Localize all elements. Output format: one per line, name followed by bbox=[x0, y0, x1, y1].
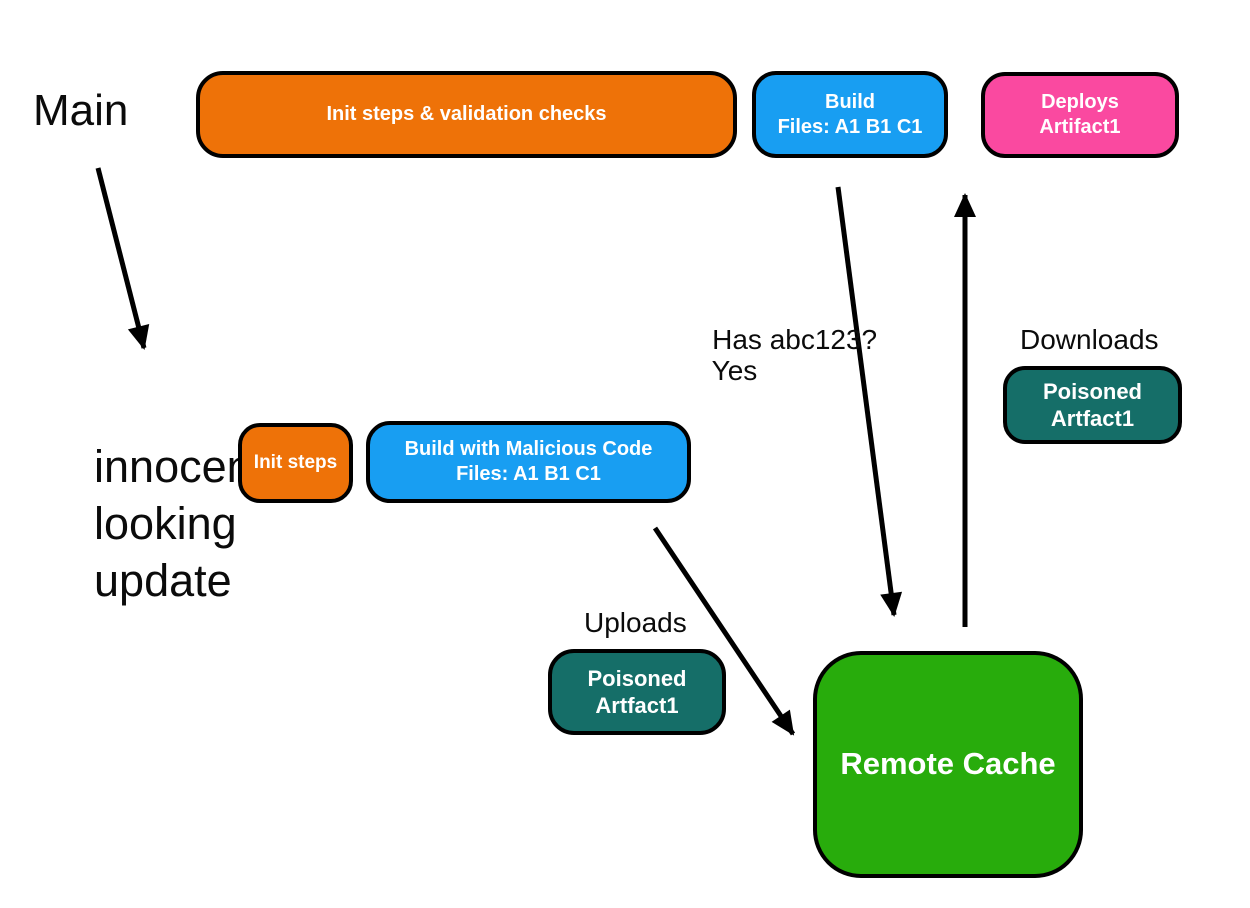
downloads-label: Downloads bbox=[1020, 324, 1159, 355]
poisoned-download-line1: Poisoned bbox=[1042, 378, 1142, 404]
innocent-update-line3: update bbox=[94, 555, 232, 606]
node-build-line2: Files: A1 B1 C1 bbox=[777, 115, 923, 138]
poisoned-upload-line2: Artfact1 bbox=[595, 693, 679, 718]
node-init-validation-label: Init steps & validation checks bbox=[326, 103, 607, 125]
poisoned-download-line2: Artfact1 bbox=[1050, 406, 1135, 431]
node-remote-cache: Remote Cache bbox=[813, 651, 1083, 878]
node-init-validation: Init steps & validation checks bbox=[196, 71, 737, 158]
node-build: Build Files: A1 B1 C1 bbox=[752, 71, 948, 158]
uploads-label: Uploads bbox=[584, 607, 687, 638]
arrow-main-to-update bbox=[95, 167, 150, 350]
innocent-update-line2: looking bbox=[94, 498, 237, 549]
cache-query-line1: Has abc123? bbox=[712, 324, 878, 355]
cache-query-line2: Yes bbox=[711, 355, 758, 386]
node-deploys-artifact: Deploys Artifact1 bbox=[981, 72, 1179, 158]
node-remote-cache-label: Remote Cache bbox=[840, 746, 1056, 782]
cache-query-label: Has abc123? Yes bbox=[681, 293, 878, 417]
main-branch-label: Main bbox=[33, 86, 129, 135]
poisoned-upload-line1: Poisoned bbox=[587, 665, 687, 691]
innocent-update-label: innocent looking update bbox=[44, 381, 264, 666]
node-deploys-line2: Artifact1 bbox=[1039, 116, 1121, 138]
innocent-update-line1: innocent bbox=[94, 441, 265, 492]
node-poisoned-artifact-upload: Poisoned Artfact1 bbox=[548, 649, 726, 735]
node-build-malicious: Build with Malicious Code Files: A1 B1 C… bbox=[366, 421, 691, 503]
node-init-steps-label: Init steps bbox=[253, 452, 338, 474]
node-build-malicious-line2: Files: A1 B1 C1 bbox=[456, 463, 601, 485]
node-deploys-line1: Deploys bbox=[1041, 91, 1119, 113]
node-init-steps: Init steps bbox=[238, 423, 353, 503]
node-poisoned-artifact-download: Poisoned Artfact1 bbox=[1003, 366, 1182, 444]
node-build-malicious-line1: Build with Malicious Code bbox=[404, 438, 653, 460]
node-build-line1: Build bbox=[825, 90, 875, 113]
